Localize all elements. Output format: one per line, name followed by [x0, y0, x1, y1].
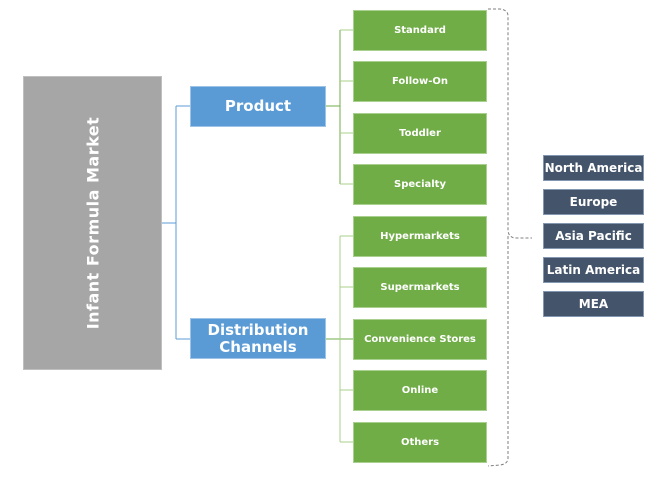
category-label: Distribution Channels	[207, 320, 309, 356]
region-label: North America	[544, 161, 643, 175]
segment-bracket	[487, 8, 532, 467]
leaf-toddler: Toddler	[353, 113, 487, 154]
root-label: Infant Formula Market	[83, 116, 102, 330]
root-node: Infant Formula Market	[23, 76, 162, 370]
leaf-others: Others	[353, 422, 487, 463]
leaf-label: Specialty	[394, 179, 446, 190]
leaf-label: Others	[400, 437, 440, 448]
leaf-follow-on: Follow-On	[353, 61, 487, 102]
region-label: Europe	[569, 195, 618, 209]
category-distribution-channels: Distribution Channels	[190, 318, 326, 359]
region-label: MEA	[578, 297, 609, 311]
region-label: Asia Pacific	[555, 229, 632, 243]
region-asia-pacific: Asia Pacific	[543, 223, 644, 249]
leaf-label: Standard	[394, 25, 446, 36]
leaf-specialty: Specialty	[353, 164, 487, 205]
leaf-online: Online	[353, 370, 487, 411]
category-product: Product	[190, 86, 326, 127]
leaf-convenience-stores: Convenience Stores	[353, 319, 487, 360]
leaf-supermarkets: Supermarkets	[353, 267, 487, 308]
leaf-label: Online	[401, 385, 439, 396]
category-label: Product	[224, 97, 292, 115]
leaf-standard: Standard	[353, 10, 487, 51]
region-latin-america: Latin America	[543, 257, 644, 283]
leaf-label: Supermarkets	[380, 282, 460, 293]
leaf-label: Toddler	[399, 128, 441, 139]
leaf-label: Follow-On	[391, 76, 449, 87]
region-label: Latin America	[546, 263, 641, 277]
leaf-label: Hypermarkets	[380, 231, 460, 242]
leaf-hypermarkets: Hypermarkets	[353, 216, 487, 257]
region-mea: MEA	[543, 291, 644, 317]
region-europe: Europe	[543, 189, 644, 215]
region-north-america: North America	[543, 155, 644, 181]
leaf-label: Convenience Stores	[364, 334, 476, 345]
